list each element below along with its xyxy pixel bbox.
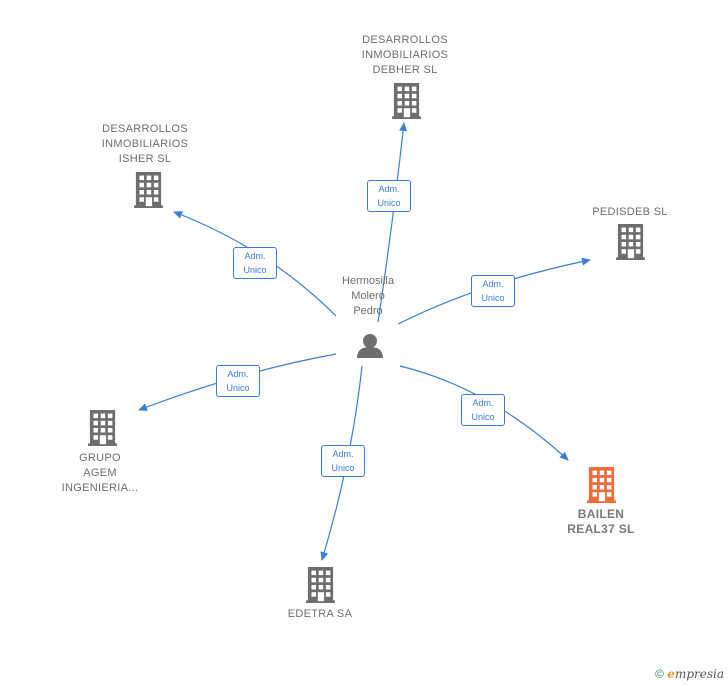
company-name-debher[interactable]: DESARROLLOS INMOBILIARIOS DEBHER SL (361, 34, 449, 76)
building-icon-bailen[interactable] (587, 467, 616, 503)
building-icon-debher[interactable] (392, 83, 421, 119)
edge-label-debher[interactable]: Adm. Unico (367, 180, 411, 212)
building-icon-isher[interactable] (134, 172, 163, 208)
edge-label-agem[interactable]: Adm. Unico (216, 365, 260, 397)
edge-label-pedisdeb[interactable]: Adm. Unico (471, 275, 515, 307)
edge-debher (377, 122, 408, 323)
edge-label-isher[interactable]: Adm. Unico (233, 247, 277, 279)
building-icon-pedisdeb[interactable] (616, 224, 645, 260)
building-icon-agem[interactable] (88, 410, 117, 446)
company-name-agem[interactable]: GRUPO AGEM INGENIERIA... (61, 452, 139, 494)
person-icon[interactable] (357, 334, 383, 358)
copyright-icon: © (655, 667, 664, 681)
company-name-pedisdeb[interactable]: PEDISDEB SL (592, 206, 668, 218)
brand-logo: empresia (667, 667, 724, 681)
building-icon-edetra[interactable] (306, 567, 335, 603)
company-name-isher[interactable]: DESARROLLOS INMOBILIARIOS ISHER SL (101, 123, 189, 165)
edge-label-bailen[interactable]: Adm. Unico (461, 394, 505, 426)
company-name-bailen[interactable]: BAILEN REAL37 SL (567, 507, 635, 536)
person-name[interactable]: Hermosilla Molero Pedro (342, 275, 394, 317)
brand-footer: © empresia (655, 667, 724, 681)
company-name-edetra[interactable]: EDETRA SA (287, 608, 353, 620)
edge-label-edetra[interactable]: Adm. Unico (321, 445, 365, 477)
